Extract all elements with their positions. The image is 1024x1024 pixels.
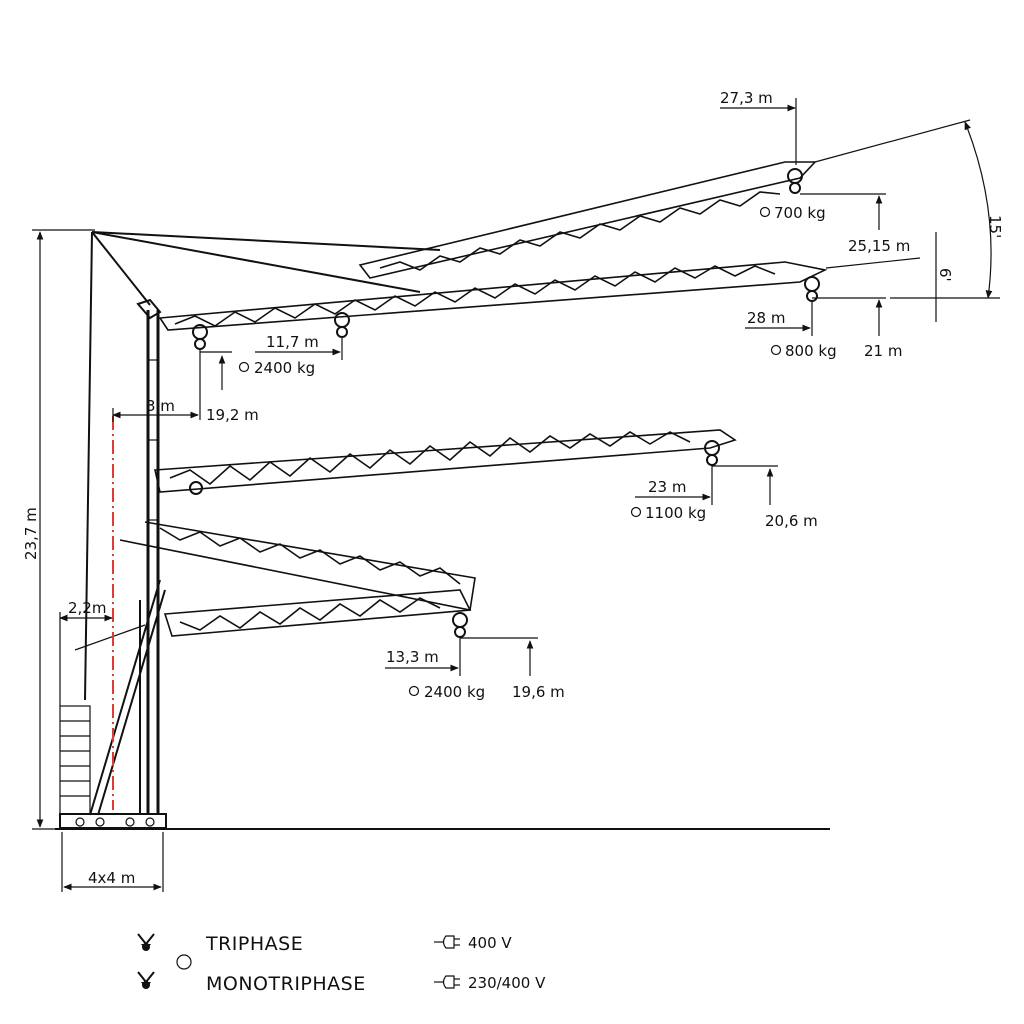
label-inner-load: 2400 kg (254, 359, 315, 377)
tie-bars (91, 231, 441, 293)
hook-pulley-icon (137, 971, 155, 989)
load-main: 800 kg (770, 342, 837, 360)
label-mid-height: 20,6 m (765, 512, 818, 530)
dim-main-reach: 28 m (745, 300, 813, 336)
label-low-height: 19,6 m (512, 683, 565, 701)
legend-monotriphase: MONOTRIPHASE (206, 973, 366, 995)
label-inner-reach: 11,7 m (266, 333, 319, 351)
label-main-height: 21 m (864, 342, 902, 360)
circle-icon (176, 954, 192, 970)
label-high-height: 25,15 m (848, 237, 910, 255)
crane-mast (74, 231, 166, 816)
label-offset-3m: 3 m (146, 397, 175, 415)
legend-voltage-mono: 230/400 V (468, 974, 546, 992)
label-counterjib: 2,2m (68, 599, 106, 617)
legend-voltage-tri: 400 V (468, 934, 512, 952)
label-main-load: 800 kg (785, 342, 837, 360)
dim-high-height: 25,15 m (800, 193, 910, 255)
dim-low-reach: 13,3 m (385, 638, 461, 676)
dim-inner-height: 19,2 m (199, 350, 259, 424)
label-low-load: 2400 kg (424, 683, 485, 701)
crane-base (59, 705, 167, 829)
dim-high-reach: 27,3 m (720, 89, 797, 165)
label-angle-15: 15' (986, 215, 1004, 238)
dim-angle-15: 15' (814, 119, 1004, 299)
label-inner-height: 19,2 m (206, 406, 259, 424)
dim-mid-height: 20,6 m (712, 465, 818, 530)
hook-pulley-icon (137, 933, 155, 951)
label-high-reach: 27,3 m (720, 89, 773, 107)
jib-folded (119, 521, 476, 638)
label-low-reach: 13,3 m (386, 648, 439, 666)
jib-horizontal (154, 429, 737, 495)
label-mid-reach: 23 m (648, 478, 686, 496)
label-base: 4x4 m (88, 869, 135, 887)
dim-mid-reach: 23 m (635, 466, 713, 505)
jib-raised-6 (158, 261, 828, 350)
dim-base: 4x4 m (61, 832, 164, 892)
label-main-reach: 28 m (747, 309, 785, 327)
legend-triphase: TRIPHASE (205, 933, 303, 955)
label-mid-load: 1100 kg (645, 504, 706, 522)
dim-total-height: 23,7 m (22, 229, 95, 830)
dim-angle-6: 6' (825, 232, 954, 322)
legend: TRIPHASE MONOTRIPHASE 400 V 230/400 V (137, 933, 546, 995)
dim-offset-3m: 3 m (112, 397, 199, 422)
jib-raised-15 (358, 161, 817, 279)
dim-low-height: 19,6 m (460, 637, 565, 701)
label-angle-6: 6' (936, 268, 954, 282)
plug-icon (434, 975, 460, 989)
load-mid: 1100 kg (630, 504, 706, 522)
label-high-load: 700 kg (774, 204, 826, 222)
label-total-height: 23,7 m (22, 507, 40, 560)
load-low: 2400 kg (408, 683, 485, 701)
dim-inner-reach: 11,7 m (255, 333, 343, 360)
load-inner: 2400 kg (238, 359, 315, 377)
plug-icon (434, 935, 460, 949)
load-high: 700 kg (759, 204, 826, 222)
dim-main-height: 21 m (812, 297, 902, 360)
dim-counterjib: 2,2m (59, 599, 113, 706)
